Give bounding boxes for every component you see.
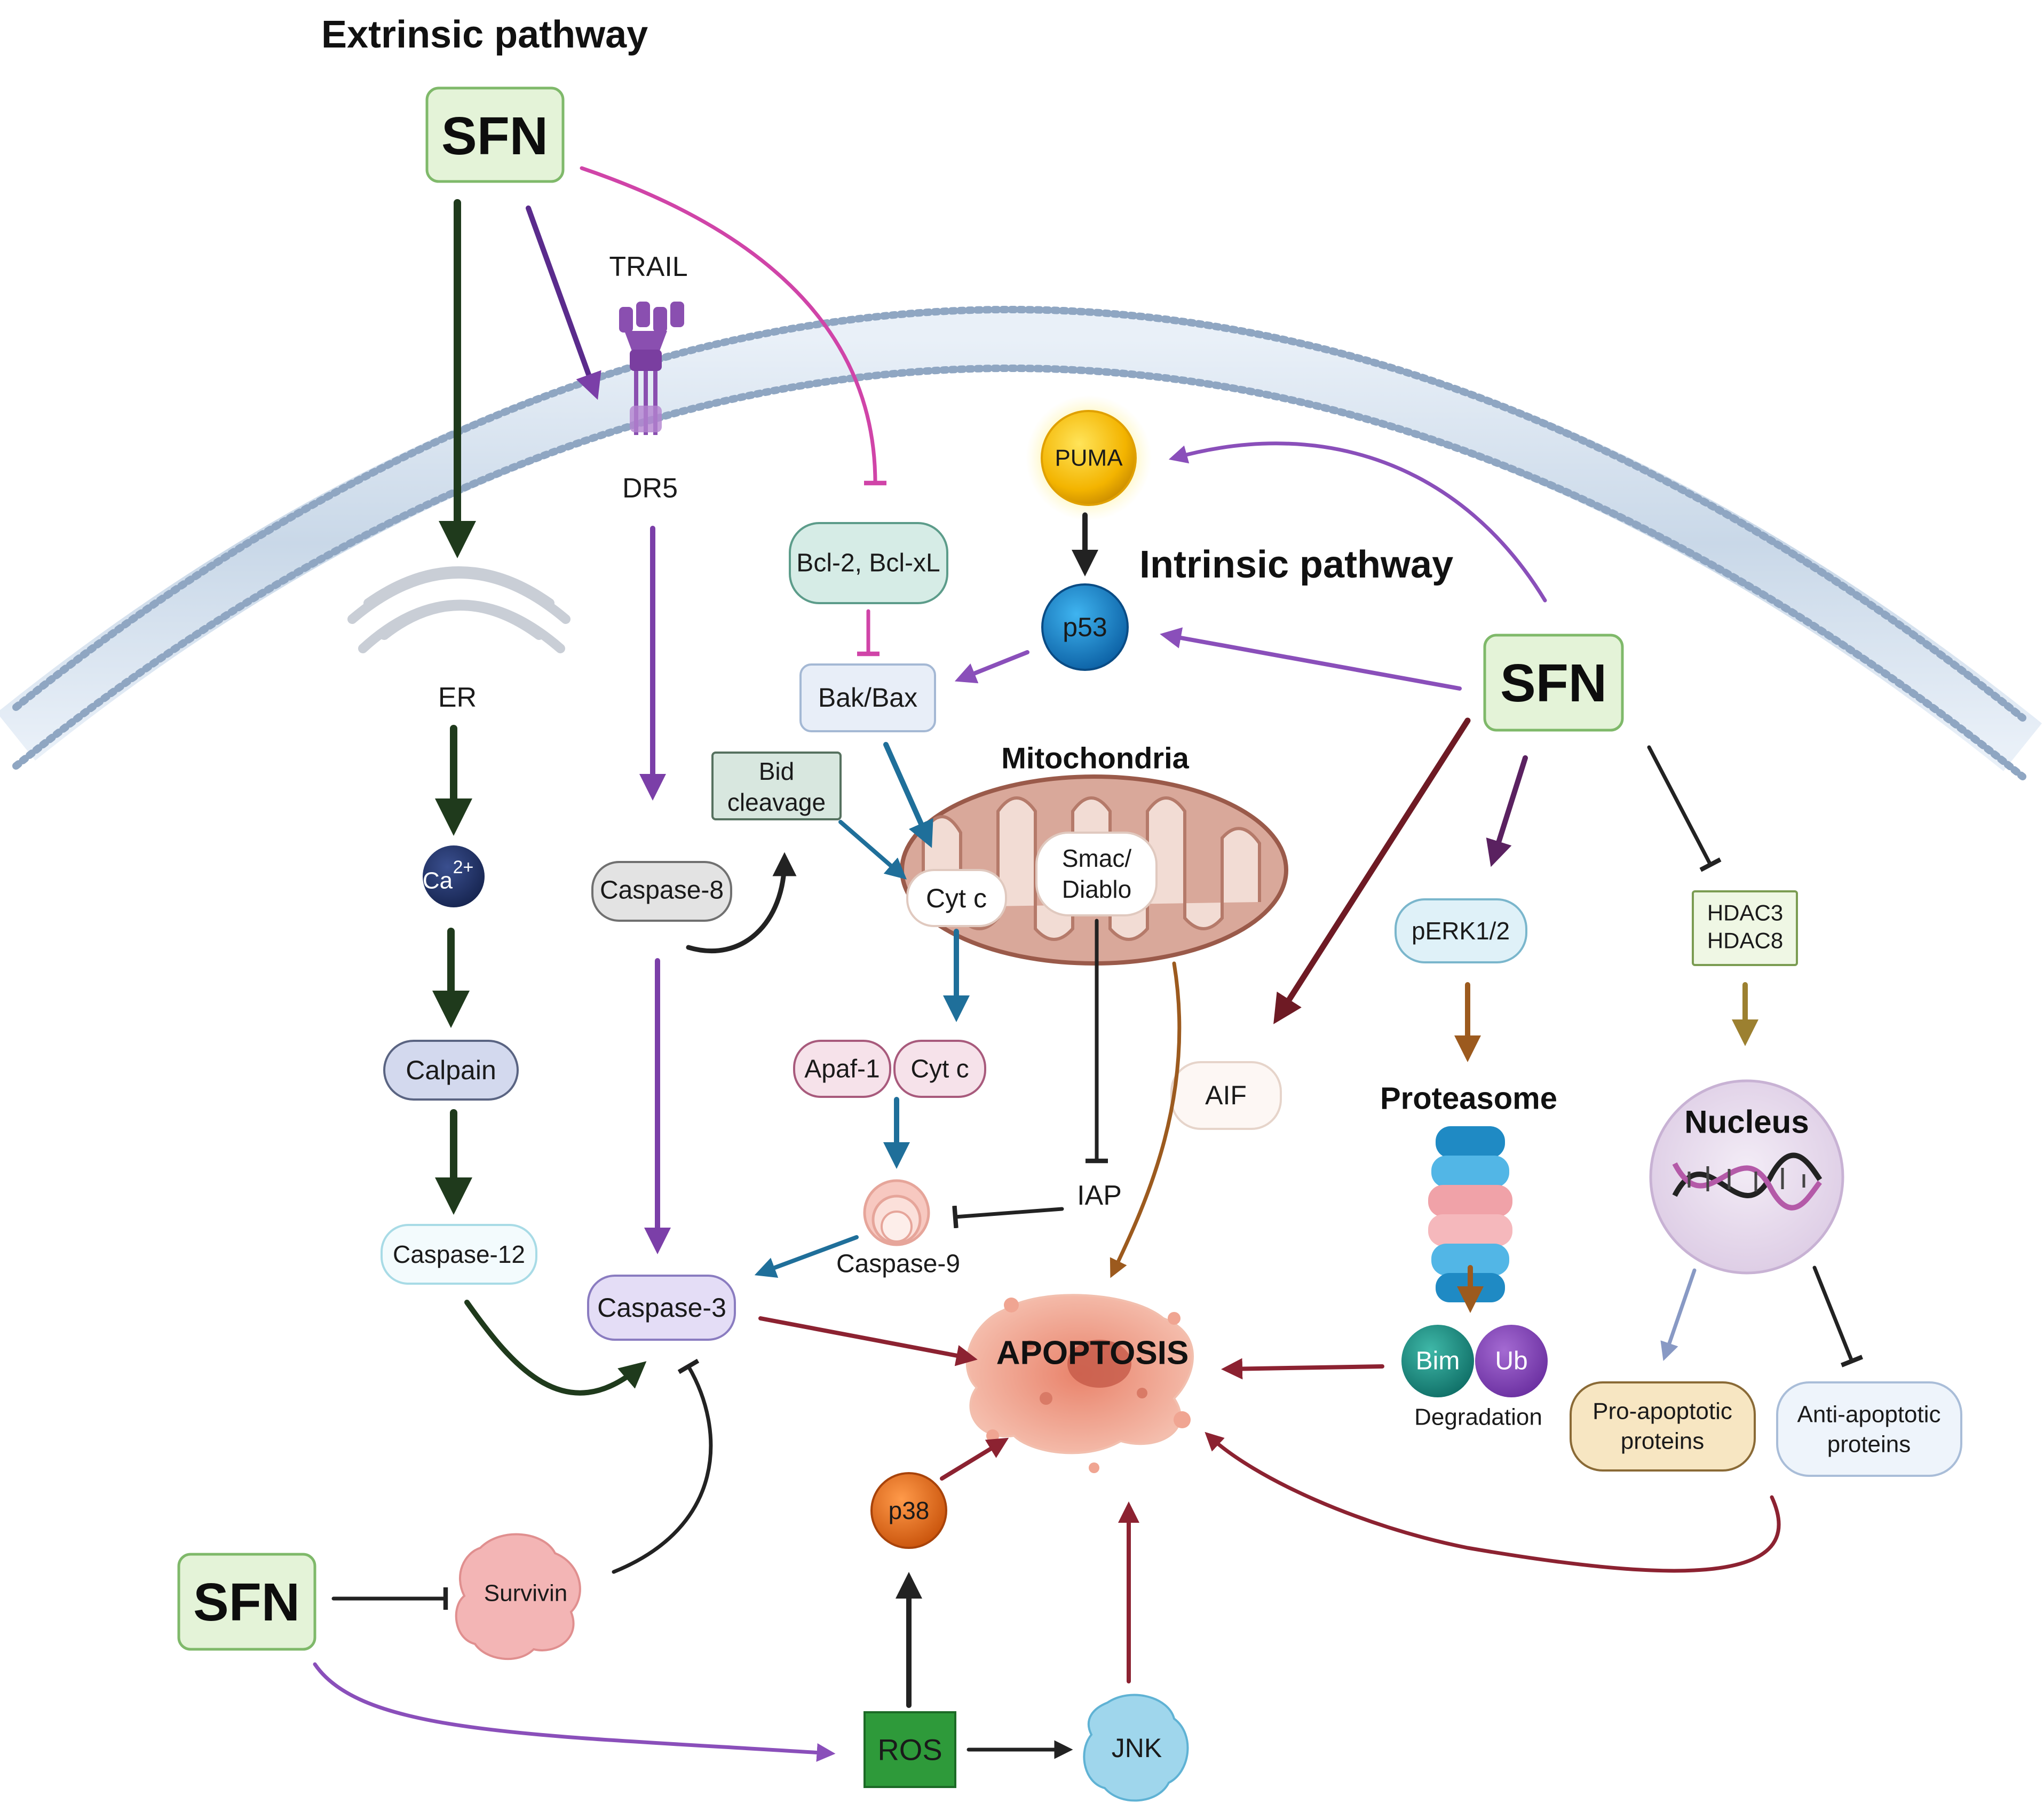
proteasome-complex <box>1428 1126 1512 1302</box>
cyt-c-apoptosome-node: Cyt c <box>893 1040 986 1098</box>
svg-text:2+: 2+ <box>453 857 474 877</box>
aif-node: AIF <box>1170 1061 1282 1130</box>
svg-text:pERK1/2: pERK1/2 <box>1412 917 1510 945</box>
cell-membrane <box>0 306 2042 780</box>
sfn-box-top: SFN <box>425 86 565 183</box>
degradation-label: Degradation <box>1414 1404 1542 1430</box>
svg-text:APOPTOSIS: APOPTOSIS <box>996 1335 1189 1372</box>
smac-diablo-node: Smac/ Diablo <box>1035 832 1158 916</box>
p53-node: p53 <box>1041 583 1129 671</box>
caspase-8-node: Caspase-8 <box>591 861 732 922</box>
anti-apoptotic-node: Anti-apoptotic proteins <box>1776 1381 1962 1477</box>
svg-text:PUMA: PUMA <box>1055 445 1123 471</box>
svg-text:Cyt c: Cyt c <box>910 1055 969 1084</box>
ub-node: Ub <box>1475 1325 1548 1397</box>
nucleus-organelle: Nucleus <box>1649 1079 1844 1275</box>
pro-apoptotic-node: Pro-apoptotic proteins <box>1570 1381 1756 1472</box>
svg-text:Bim: Bim <box>1416 1347 1460 1375</box>
svg-text:SFN: SFN <box>441 106 548 166</box>
trail-label: TRAIL <box>609 251 687 282</box>
cyt-c-mito-node: Cyt c <box>906 869 1007 927</box>
svg-text:Bid: Bid <box>759 757 794 785</box>
caspase-12-node: Caspase-12 <box>381 1224 537 1285</box>
svg-text:AIF: AIF <box>1205 1080 1247 1110</box>
p38-node: p38 <box>870 1472 947 1549</box>
svg-text:Apaf-1: Apaf-1 <box>804 1055 880 1084</box>
survivin-node: Survivin <box>455 1533 581 1660</box>
svg-text:JNK: JNK <box>1112 1733 1162 1763</box>
apoptosis-cell: APOPTOSIS <box>965 1294 1194 1473</box>
puma-node: PUMA <box>1026 395 1152 521</box>
svg-text:Survivin: Survivin <box>484 1580 568 1607</box>
svg-text:p53: p53 <box>1063 612 1107 642</box>
ros-node: ROS <box>863 1711 956 1788</box>
nucleus-title: Nucleus <box>1684 1104 1809 1140</box>
svg-text:proteins: proteins <box>1827 1432 1911 1458</box>
jnk-node: JNK <box>1083 1694 1189 1802</box>
svg-text:Diablo: Diablo <box>1062 875 1131 903</box>
extrinsic-pathway-title: Extrinsic pathway <box>321 13 648 56</box>
svg-text:cleavage: cleavage <box>727 788 826 816</box>
hdac-node: HDAC3 HDAC8 <box>1692 890 1798 966</box>
svg-text:Calpain: Calpain <box>406 1055 496 1085</box>
bcl2-node: Bcl-2, Bcl-xL <box>789 522 948 604</box>
svg-text:Bak/Bax: Bak/Bax <box>818 683 917 713</box>
bim-node: Bim <box>1401 1325 1474 1397</box>
perk-node: pERK1/2 <box>1395 898 1527 963</box>
er-label: ER <box>438 682 477 713</box>
svg-text:Cyt c: Cyt c <box>926 883 987 913</box>
svg-text:Bcl-2, Bcl-xL: Bcl-2, Bcl-xL <box>796 549 940 578</box>
svg-text:Caspase-9: Caspase-9 <box>836 1250 960 1278</box>
svg-text:Caspase-12: Caspase-12 <box>393 1240 525 1268</box>
svg-text:SFN: SFN <box>1500 653 1607 713</box>
svg-text:SFN: SFN <box>193 1572 300 1632</box>
svg-text:Ub: Ub <box>1495 1347 1527 1375</box>
iap-label: IAP <box>1077 1180 1122 1211</box>
svg-text:Caspase-8: Caspase-8 <box>600 876 724 905</box>
er-organelle <box>347 566 571 653</box>
caspase-9-node: Caspase-9 <box>836 1179 960 1278</box>
calcium-node: Ca 2+ <box>423 845 485 907</box>
svg-text:proteins: proteins <box>1621 1428 1705 1454</box>
caspase-3-node: Caspase-3 <box>587 1275 736 1341</box>
mitochondria-title: Mitochondria <box>1001 741 1189 775</box>
pathway-edges <box>313 166 1864 1762</box>
svg-text:Caspase-3: Caspase-3 <box>597 1293 726 1323</box>
svg-text:Smac/: Smac/ <box>1062 844 1132 872</box>
proteasome-title: Proteasome <box>1380 1081 1557 1116</box>
svg-text:HDAC8: HDAC8 <box>1707 928 1783 953</box>
dr5-label: DR5 <box>622 473 678 504</box>
bak-bax-node: Bak/Bax <box>799 663 936 732</box>
bid-cleavage-node: Bid cleavage <box>711 752 842 820</box>
apaf1-node: Apaf-1 <box>793 1040 891 1098</box>
intrinsic-pathway-title: Intrinsic pathway <box>1139 543 1453 586</box>
trail-dr5-receptor: TRAIL DR5 <box>609 251 687 504</box>
svg-text:HDAC3: HDAC3 <box>1707 900 1783 926</box>
svg-text:Anti-apoptotic: Anti-apoptotic <box>1797 1402 1940 1428</box>
svg-text:p38: p38 <box>889 1497 930 1524</box>
svg-text:Ca: Ca <box>423 868 453 894</box>
calpain-node: Calpain <box>383 1040 519 1101</box>
sfn-box-bottom: SFN <box>177 1553 316 1651</box>
sfn-box-right: SFN <box>1483 634 1624 732</box>
svg-text:Pro-apoptotic: Pro-apoptotic <box>1593 1398 1732 1425</box>
svg-text:ROS: ROS <box>877 1733 942 1767</box>
